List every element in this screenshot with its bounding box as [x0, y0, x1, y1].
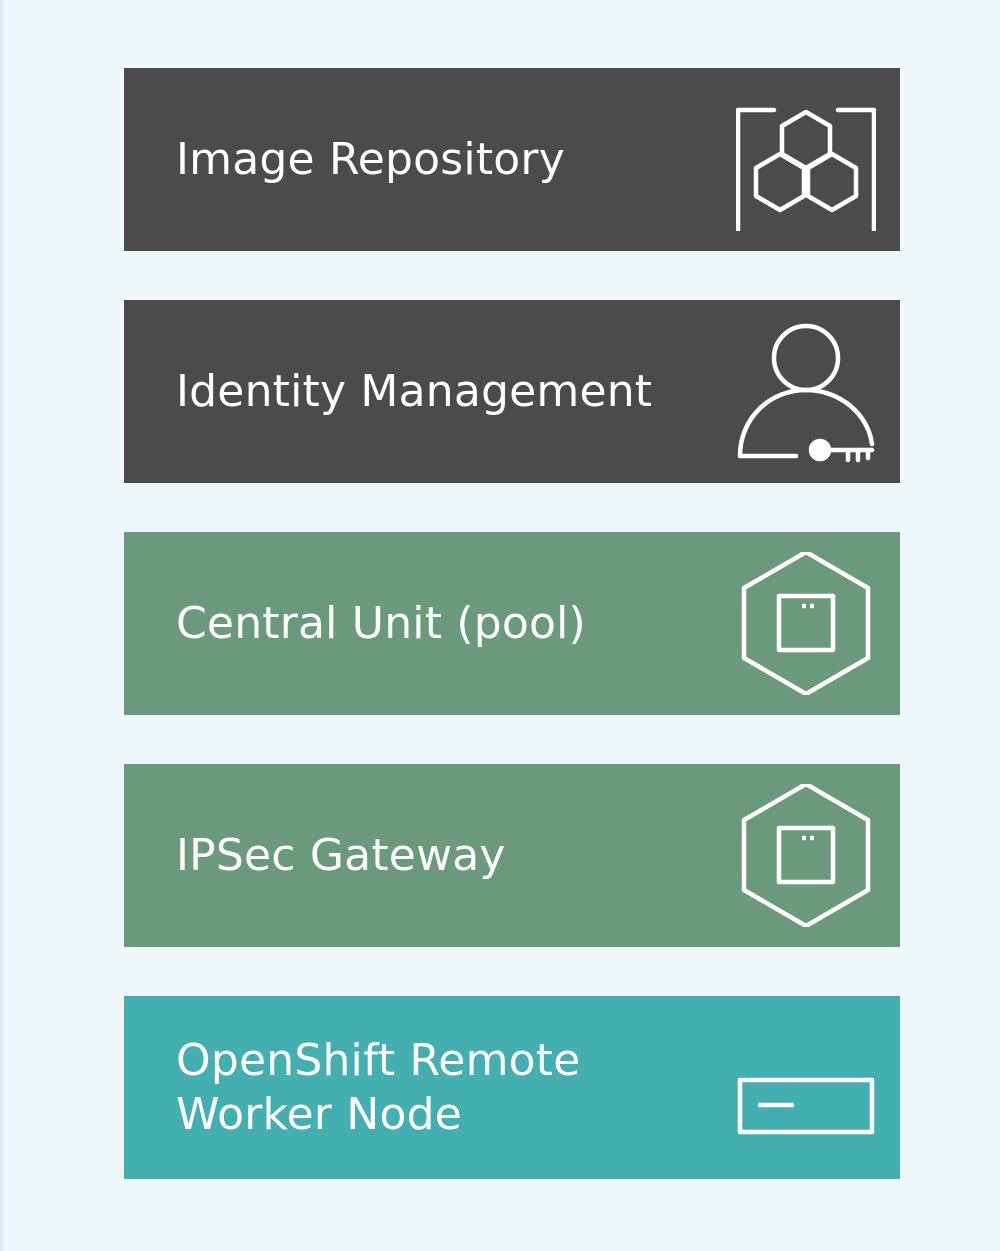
hexagon-container-icon [736, 784, 876, 927]
server-node-icon [736, 1016, 876, 1159]
hexagon-container-icon [736, 552, 876, 695]
card-central-unit: Central Unit (pool) [124, 532, 900, 715]
card-identity-management: Identity Management [124, 300, 900, 483]
card-label: Image Repository [176, 133, 565, 185]
card-label: Identity Management [176, 365, 653, 417]
card-label: Central Unit (pool) [176, 597, 586, 649]
card-label: IPSec Gateway [176, 829, 506, 881]
identity-key-icon [736, 320, 876, 463]
image-repository-icon [736, 88, 876, 231]
card-label: OpenShift Remote Worker Node [176, 1034, 581, 1140]
card-openshift-remote-worker-node: OpenShift Remote Worker Node [124, 996, 900, 1179]
left-border [0, 0, 3, 1251]
card-image-repository: Image Repository [124, 68, 900, 251]
card-ipsec-gateway: IPSec Gateway [124, 764, 900, 947]
